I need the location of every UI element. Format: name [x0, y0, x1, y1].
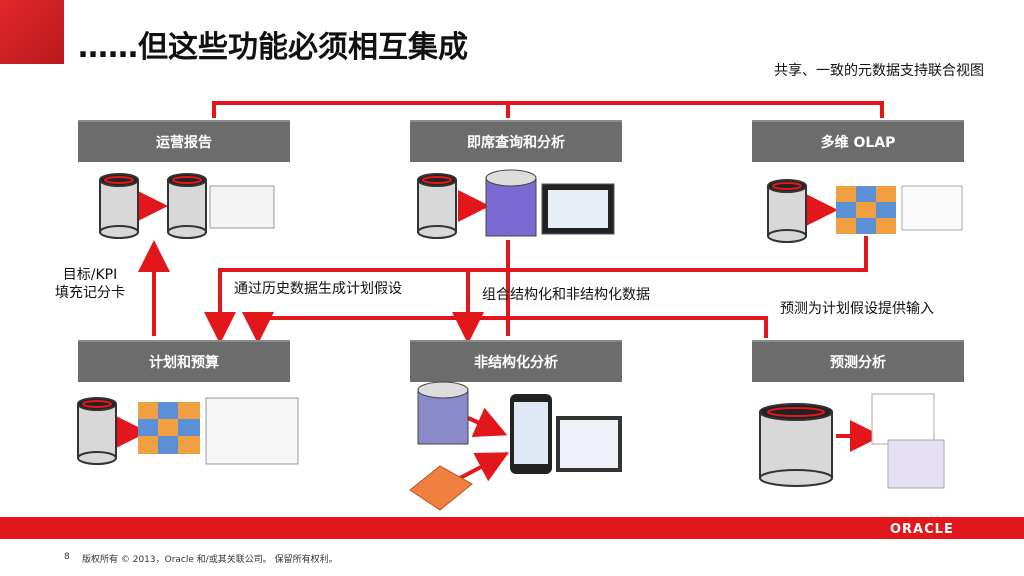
box-olap: 多维 OLAP [752, 120, 964, 162]
corner-accent [0, 0, 64, 64]
note-metadata: 共享、一致的元数据支持联合视图 [774, 63, 984, 79]
unstruct-icon-arrow-2 [459, 452, 510, 482]
database-icon [77, 173, 833, 487]
olap-to-planning-arrow [204, 236, 868, 344]
orange-grid-icon [409, 465, 473, 511]
forecast-to-planning-arrow [242, 312, 768, 344]
predictive-report-thumbnail [871, 393, 935, 445]
note-forecast-input: 预测为计划假设提供输入 [780, 301, 934, 317]
note-kpi: 目标/KPI 填充记分卡 [55, 267, 125, 301]
planning-cube-icon [138, 402, 200, 454]
note-history: 通过历史数据生成计划假设 [234, 281, 402, 297]
map-report-thumbnail [209, 185, 275, 229]
box-predictive: 预测分析 [752, 340, 964, 382]
box-planning: 计划和预算 [78, 340, 290, 382]
olap-cube-icon [836, 186, 896, 234]
predictive-graph-thumbnail [887, 439, 945, 489]
box-adhoc-analysis: 即席查询和分析 [410, 120, 622, 162]
page-number: 8 [64, 552, 70, 562]
unstruct-icon-arrow [467, 407, 508, 438]
copyright-text: 版权所有 © 2013，Oracle 和/或其关联公司。 保留所有权利。 [82, 555, 338, 565]
metadata-bus-line [212, 101, 884, 118]
footer-bar [0, 517, 1024, 539]
box-unstructured: 非结构化分析 [410, 340, 622, 382]
box-ops-report: 运营报告 [78, 120, 290, 162]
olap-chart-thumbnail [901, 185, 963, 231]
page-title: ……但这些功能必须相互集成 [78, 30, 468, 65]
spreadsheet-thumbnail [205, 397, 299, 465]
oracle-logo: ORACLE [890, 522, 954, 537]
note-structured: 组合结构化和非结构化数据 [482, 287, 650, 303]
colored-database-icon [417, 169, 537, 445]
